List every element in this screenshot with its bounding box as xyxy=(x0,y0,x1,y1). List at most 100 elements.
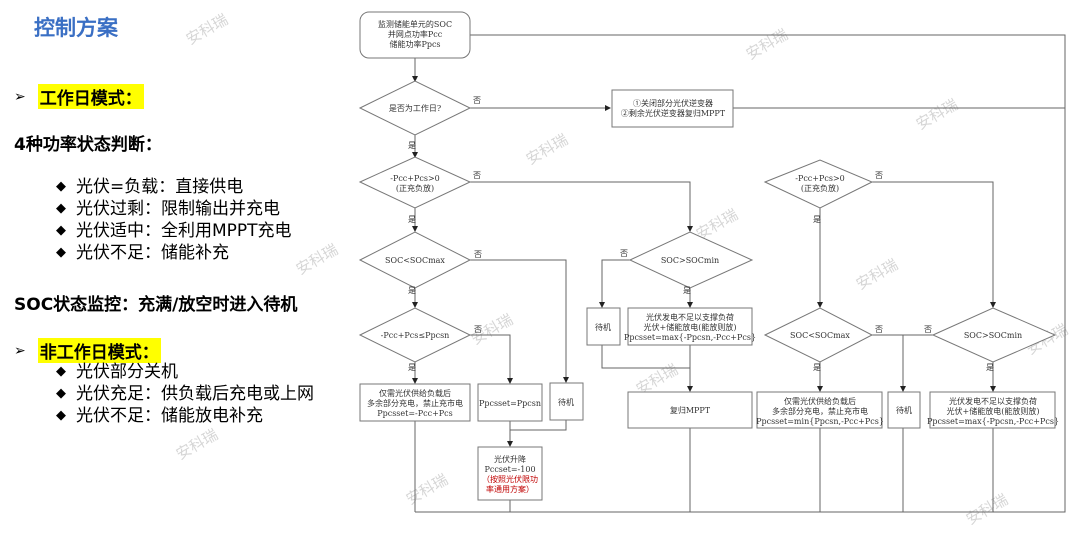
no-label: 否 xyxy=(473,171,481,180)
pv-adjust-box xyxy=(477,446,543,501)
yes-label: 是 xyxy=(408,215,416,224)
shapes xyxy=(358,11,1057,501)
socmin-decision-2 xyxy=(931,307,1057,363)
box-text: 光伏发电不足以支撑负荷 xyxy=(646,312,734,322)
decision-text: -Pcc+Pcs>0 xyxy=(390,174,440,183)
item-text: 光伏不足：储能放电补充 xyxy=(76,406,263,426)
decision-text: 是否为工作日? xyxy=(389,103,441,113)
box-text: 仅需光伏供给负载后 xyxy=(379,388,451,398)
item-text: 光伏充足：供负载后充电或上网 xyxy=(76,384,314,404)
box-text: 多余部分充电，禁止充市电 xyxy=(772,406,868,416)
diamond-bullet-icon: ◆ xyxy=(56,386,66,401)
arrow-bullet-icon: ➢ xyxy=(14,88,26,105)
decision-text: -Pcc+Pcs≤Ppcsn xyxy=(381,331,450,340)
diamond-bullet-icon: ◆ xyxy=(56,245,66,260)
yes-label: 是 xyxy=(408,286,416,295)
power-decision xyxy=(358,156,472,209)
discharge-box xyxy=(627,307,753,346)
list-item: ◆ 光伏=负载：直接供电 xyxy=(56,176,292,198)
charge-box xyxy=(359,383,471,422)
box-text: 光伏发电不足以支撑负荷 xyxy=(949,396,1037,406)
yes-label: 是 xyxy=(408,141,416,150)
box-text: Pccset=-100 xyxy=(484,465,535,474)
yes-label: 是 xyxy=(986,363,994,372)
diamond-bullet-icon: ◆ xyxy=(56,179,66,194)
item-text: 光伏适中：全利用MPPT充电 xyxy=(76,221,292,241)
decision-text: (正充负放) xyxy=(801,183,839,193)
box-text: Ppcsset=-Pcc+Pcs xyxy=(377,409,453,418)
socmax-decision xyxy=(358,231,472,289)
nonworkday-list: ◆光伏部分关机 ◆ 光伏充足：供负载后充电或上网 ◆ 光伏不足：储能放电补充 xyxy=(56,361,314,427)
no-label: 否 xyxy=(620,249,628,258)
watermark: 安科瑞 xyxy=(293,240,341,278)
decision-text: SOC<SOCmax xyxy=(385,256,445,265)
ppcsn-decision xyxy=(358,307,472,363)
watermarks: 安科瑞 安科瑞 安科瑞 安科瑞 安科瑞 安科瑞 安科瑞 安科瑞 安科瑞 安科瑞 … xyxy=(173,10,1071,528)
watermark: 安科瑞 xyxy=(183,10,231,48)
diamond-bullet-icon: ◆ xyxy=(56,201,66,216)
watermark: 安科瑞 xyxy=(743,25,791,63)
box-text: Ppcsset=max{-Ppcsn,-Pcc+Pcs} xyxy=(927,417,1059,426)
power-decision-2 xyxy=(763,159,874,209)
box-text: ①关闭部分光伏逆变器 xyxy=(633,98,713,108)
workday-label: 工作日模式： xyxy=(37,84,144,109)
item-text: 光伏部分关机 xyxy=(76,362,178,382)
mppt-box xyxy=(627,391,753,429)
standby-box xyxy=(887,391,921,429)
box-text: 仅需光伏供给负载后 xyxy=(784,396,856,406)
diamond-bullet-icon: ◆ xyxy=(56,408,66,423)
note-text: 率通用方案） xyxy=(486,484,534,494)
box-text: 光伏+储能放电(能放则放) xyxy=(947,406,1040,416)
workday-decision xyxy=(358,80,472,136)
box-text: 光伏升降 xyxy=(494,454,526,464)
list-item: ◆光伏适中：全利用MPPT充电 xyxy=(56,220,292,242)
connectors xyxy=(412,34,1066,513)
start-line: 监测储能单元的SOC xyxy=(378,19,452,29)
watermark: 安科瑞 xyxy=(523,130,571,168)
watermark: 安科瑞 xyxy=(403,470,451,508)
standby-box xyxy=(586,307,621,346)
box-text: 光伏+储能放电(能放则放) xyxy=(644,322,737,332)
yes-label: 是 xyxy=(813,363,821,372)
workday-mode: ➢ 工作日模式： xyxy=(14,84,144,109)
no-label: 否 xyxy=(875,171,883,180)
watermark: 安科瑞 xyxy=(173,425,221,463)
box-text: 待机 xyxy=(558,397,574,407)
watermark: 安科瑞 xyxy=(913,95,961,133)
list-item: ◆光伏部分关机 xyxy=(56,361,314,383)
socmin-decision xyxy=(628,231,754,289)
arrow-bullet-icon: ➢ xyxy=(14,342,26,359)
list-item: ◆ 光伏不足：储能补充 xyxy=(56,242,292,264)
decision-text: SOC>SOCmin xyxy=(964,331,1022,340)
item-text: 光伏=负载：直接供电 xyxy=(76,177,244,197)
page-title: 控制方案 xyxy=(34,16,118,40)
yes-label: 是 xyxy=(683,286,691,295)
box-text: ②剩余光伏逆变器复归MPPT xyxy=(621,108,726,118)
no-label: 否 xyxy=(473,96,481,105)
soc-heading: SOC状态监控：充满/放空时进入待机 xyxy=(14,295,298,315)
box-text: Ppcsset=min{Ppcsn,-Pcc+Pcs} xyxy=(756,417,884,426)
socmax-decision-2 xyxy=(763,307,874,363)
note-text: （按照光伏限功 xyxy=(482,474,538,484)
list-item: ◆ 光伏过剩：限制输出并充电 xyxy=(56,198,292,220)
item-text: 光伏过剩：限制输出并充电 xyxy=(76,199,280,219)
box-text: 待机 xyxy=(595,322,611,332)
labels: 监测储能单元的SOC 并网点功率Pcc 储能功率Ppcs 是否为工作日? ①关闭… xyxy=(367,19,1059,494)
yes-label: 是 xyxy=(813,215,821,224)
box-text: 多余部分充电，禁止充市电 xyxy=(367,398,463,408)
decision-text: (正充负放) xyxy=(396,183,434,193)
charge-box-min xyxy=(756,391,883,429)
ppcsn-box xyxy=(477,383,543,422)
start-line: 并网点功率Pcc xyxy=(388,29,443,39)
workday-heading: 4种功率状态判断： xyxy=(14,135,162,155)
list-item: ◆ 光伏不足：储能放电补充 xyxy=(56,405,314,427)
decision-text: SOC>SOCmin xyxy=(661,256,719,265)
discharge-box-2 xyxy=(929,391,1056,429)
nonwork-action-box xyxy=(611,89,734,128)
item-text: 光伏不足：储能补充 xyxy=(76,243,229,263)
nonworkday-label: 非工作日模式： xyxy=(37,338,161,363)
box-text: 复归MPPT xyxy=(670,405,711,415)
workday-list: ◆光伏=负载：直接供电 ◆光伏过剩：限制输出并充电 ◆光伏适中：全利用MPPT充… xyxy=(56,176,292,264)
box-text: 待机 xyxy=(896,405,912,415)
decision-text: -Pcc+Pcs>0 xyxy=(795,174,845,183)
